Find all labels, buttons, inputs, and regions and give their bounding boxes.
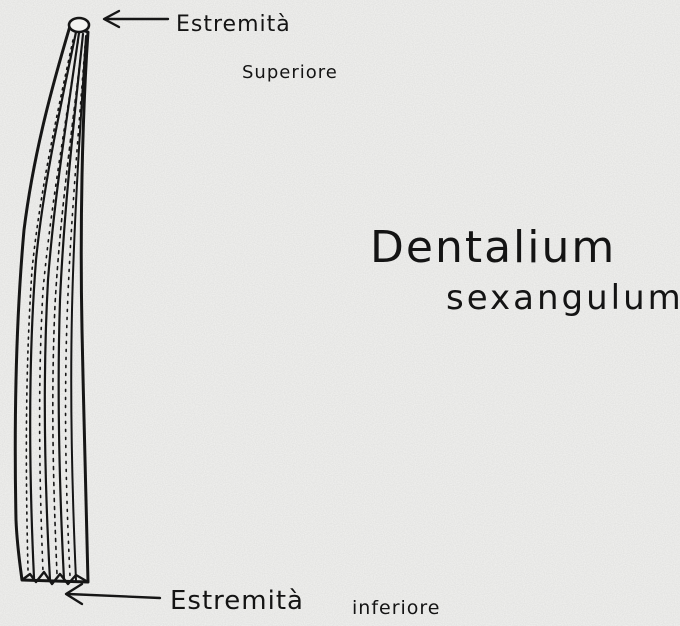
species-genus-title: Dentalium xyxy=(370,222,616,273)
label-top-end-qualifier: Superiore xyxy=(242,62,338,83)
label-top-end: Estremità xyxy=(176,12,291,37)
arrow-bottom-shaft xyxy=(68,594,160,598)
label-bottom-end-qualifier: inferiore xyxy=(352,597,441,619)
label-bottom-end: Estremità xyxy=(170,586,304,616)
species-epithet-title: sexangulum xyxy=(446,278,680,318)
